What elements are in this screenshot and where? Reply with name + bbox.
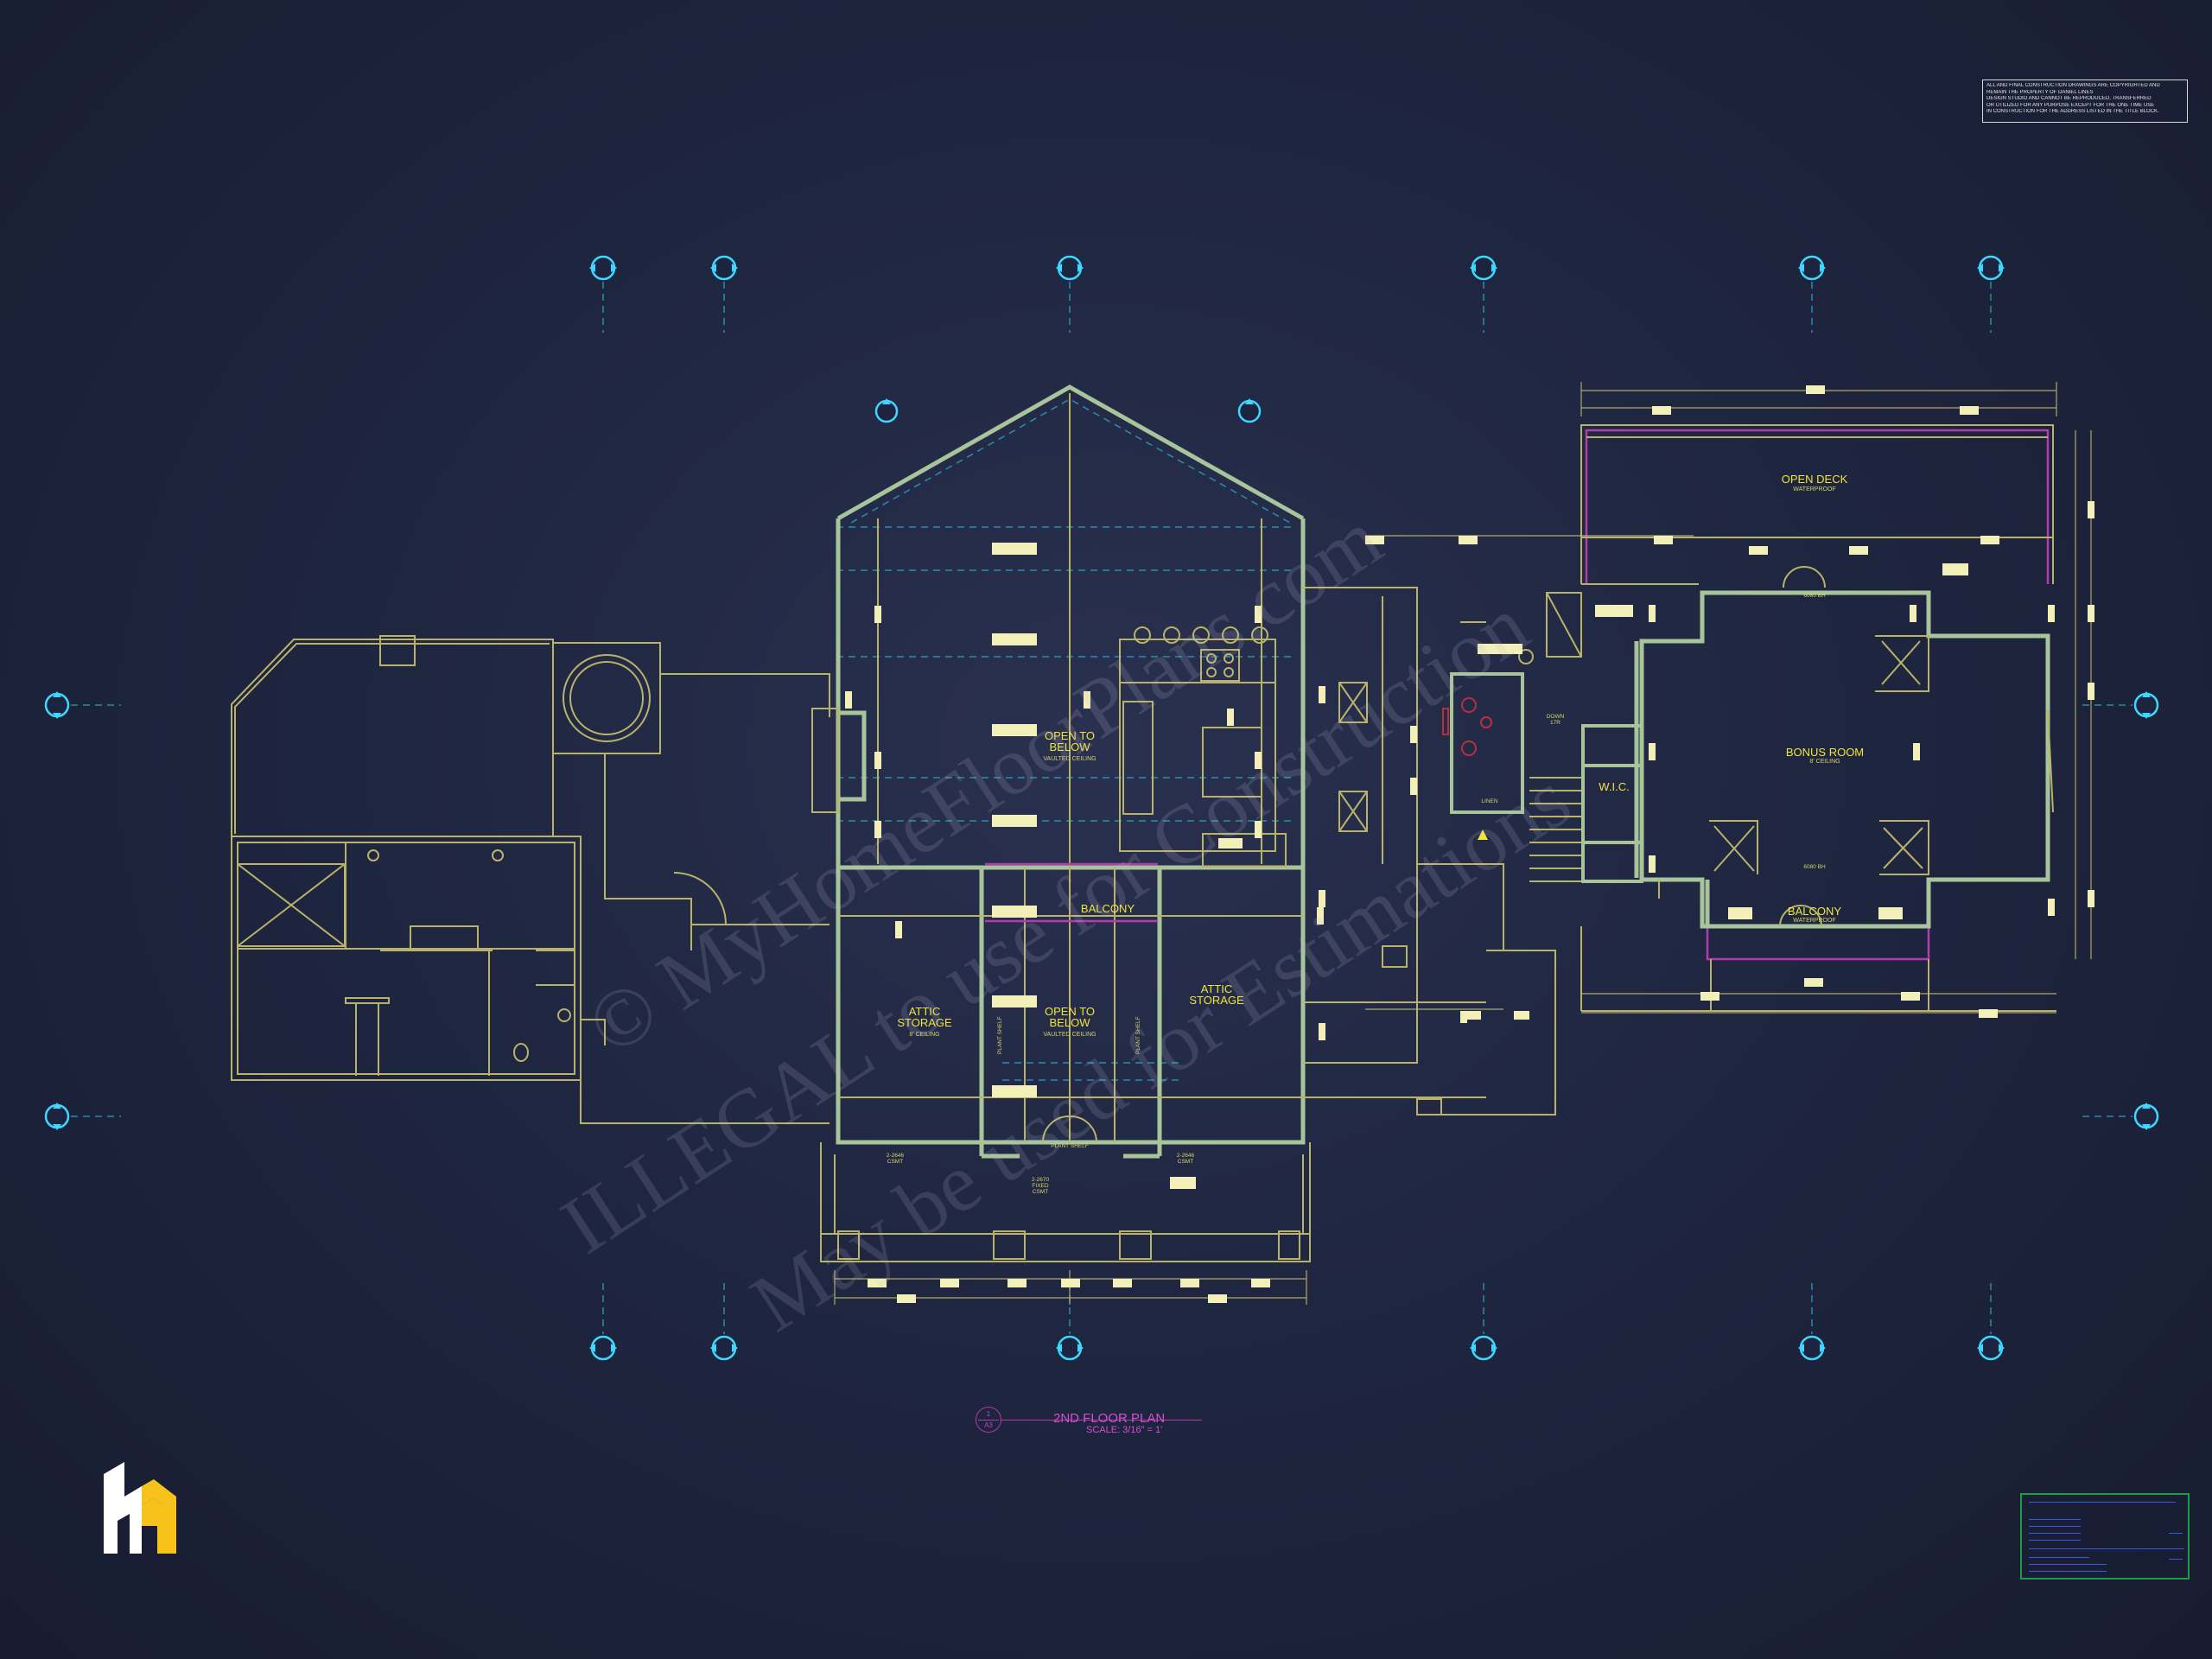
grid-bubble-icon	[710, 255, 738, 281]
room-label-open-deck: OPEN DECK	[1781, 473, 1848, 486]
copyright-notice: ALL AND FINAL CONSTRUCTION DRAWINGS ARE …	[1982, 79, 2188, 123]
copyright-line: OR UTILIZED FOR ANY PURPOSE EXCEPT FOR T…	[1986, 102, 2155, 108]
room-sub-balcony-right: WATERPROOF	[1793, 918, 1836, 924]
note-door-bh-bottom: 6080 BH	[1803, 864, 1826, 870]
copyright-line: IN CONSTRUCTION FOR THE ADDRESS LISTED I…	[1986, 109, 2159, 114]
grid-bubble-icon	[44, 691, 70, 719]
room-label-wic: W.I.C.	[1599, 780, 1630, 793]
grid-bubble-icon	[1056, 255, 1084, 281]
title-block-legend	[2020, 1493, 2190, 1580]
note-door-bh-top: 6080 BH	[1803, 593, 1826, 599]
connector-area	[1303, 587, 1582, 1116]
house-logo-icon	[104, 1462, 176, 1554]
grid-markers	[44, 255, 2159, 1361]
grid-bubble-icon	[589, 1335, 617, 1361]
grid-bubble-icon	[710, 1335, 738, 1361]
note-plant-shelf-bottom: PLANT SHELF	[1051, 1143, 1089, 1149]
kitchen-fixtures	[1134, 626, 1268, 677]
room-label-attic-left: ATTIC STORAGE	[897, 1005, 952, 1029]
note-linen: LINEN	[1481, 798, 1498, 804]
copyright-line: REMAIN THE PROPERTY OF DANIEL LINES	[1986, 89, 2094, 95]
grid-bubble-icon	[1977, 255, 2005, 281]
grid-bubble-icon	[1470, 1335, 1497, 1361]
balcony-rail-center	[985, 862, 1158, 923]
grid-bubble-icon	[44, 1103, 70, 1130]
grid-bubble-icon	[1470, 255, 1497, 281]
room-sub-attic-left: 8' CEILING	[909, 1032, 940, 1038]
drawing-number-bubble: 1 A3	[976, 1407, 1001, 1433]
drawing-title-block: 1 A3 2ND FLOOR PLAN SCALE: 3/16" = 1'	[976, 1407, 1202, 1441]
bonus-room-details	[1658, 635, 2054, 927]
room-label-open-below-lower: OPEN TO BELOW	[1044, 1005, 1096, 1029]
room-label-open-below-upper: OPEN TO BELOW	[1044, 729, 1096, 753]
note-window-center: 2-2670 FIXED CSMT	[1031, 1177, 1050, 1195]
copyright-line: ALL AND FINAL CONSTRUCTION DRAWINGS ARE …	[1986, 83, 2160, 88]
grid-bubble-icon	[1798, 255, 1826, 281]
note-plant-shelf-right: PLANT SHELF	[1135, 1016, 1141, 1054]
note-window-right: 2-2646 CSMT	[1176, 1153, 1195, 1165]
grid-bubble-icon	[1237, 398, 1262, 423]
bonus-room-walls	[1634, 590, 2050, 929]
grid-bubble-icon	[2133, 1103, 2159, 1130]
grid-bubble-icon	[874, 398, 899, 423]
room-sub-bonus-room: 8' CEILING	[1809, 759, 1840, 765]
room-label-balcony-right: BALCONY	[1787, 905, 1842, 918]
dimension-lines	[834, 382, 2092, 1305]
grid-bubble-icon	[1977, 1335, 2005, 1361]
bath-fixtures	[1442, 697, 1492, 840]
sheet-number: A3	[984, 1421, 993, 1429]
grid-bubble-icon	[589, 255, 617, 281]
deck-railing	[1585, 429, 2050, 961]
room-label-bonus-room: BONUS ROOM	[1785, 746, 1865, 759]
drawing-title: 2ND FLOOR PLAN	[1053, 1411, 1166, 1426]
left-wing	[231, 635, 830, 1124]
note-window-left: 2-2646 CSMT	[886, 1153, 905, 1165]
drawing-number: 1	[986, 1410, 991, 1418]
copyright-line: DESIGN STUDIO AND CANNOT BE REPRODUCED, …	[1986, 96, 2152, 101]
stair-steps	[1529, 777, 1581, 882]
room-sub-open-below-upper: VAULTED CEILING	[1043, 756, 1096, 762]
room-label-balcony-center: BALCONY	[1080, 902, 1135, 915]
grid-bubble-icon	[1056, 1335, 1084, 1361]
note-plant-shelf-left: PLANT SHELF	[997, 1016, 1003, 1054]
grid-lines	[71, 282, 2133, 1334]
room-sub-open-below-lower: VAULTED CEILING	[1043, 1032, 1096, 1038]
dimension-tags	[845, 385, 2094, 1303]
room-sub-open-deck: WATERPROOF	[1793, 486, 1836, 493]
grid-bubble-icon	[2133, 691, 2159, 719]
balcony-walls-right	[1705, 880, 1931, 926]
note-down: DOWN 17R	[1546, 714, 1565, 726]
central-details	[811, 393, 1311, 1262]
grid-bubble-icon	[1798, 1335, 1826, 1361]
drawing-scale: SCALE: 3/16" = 1'	[1086, 1425, 1163, 1435]
room-label-attic-right: ATTIC STORAGE	[1189, 982, 1244, 1007]
